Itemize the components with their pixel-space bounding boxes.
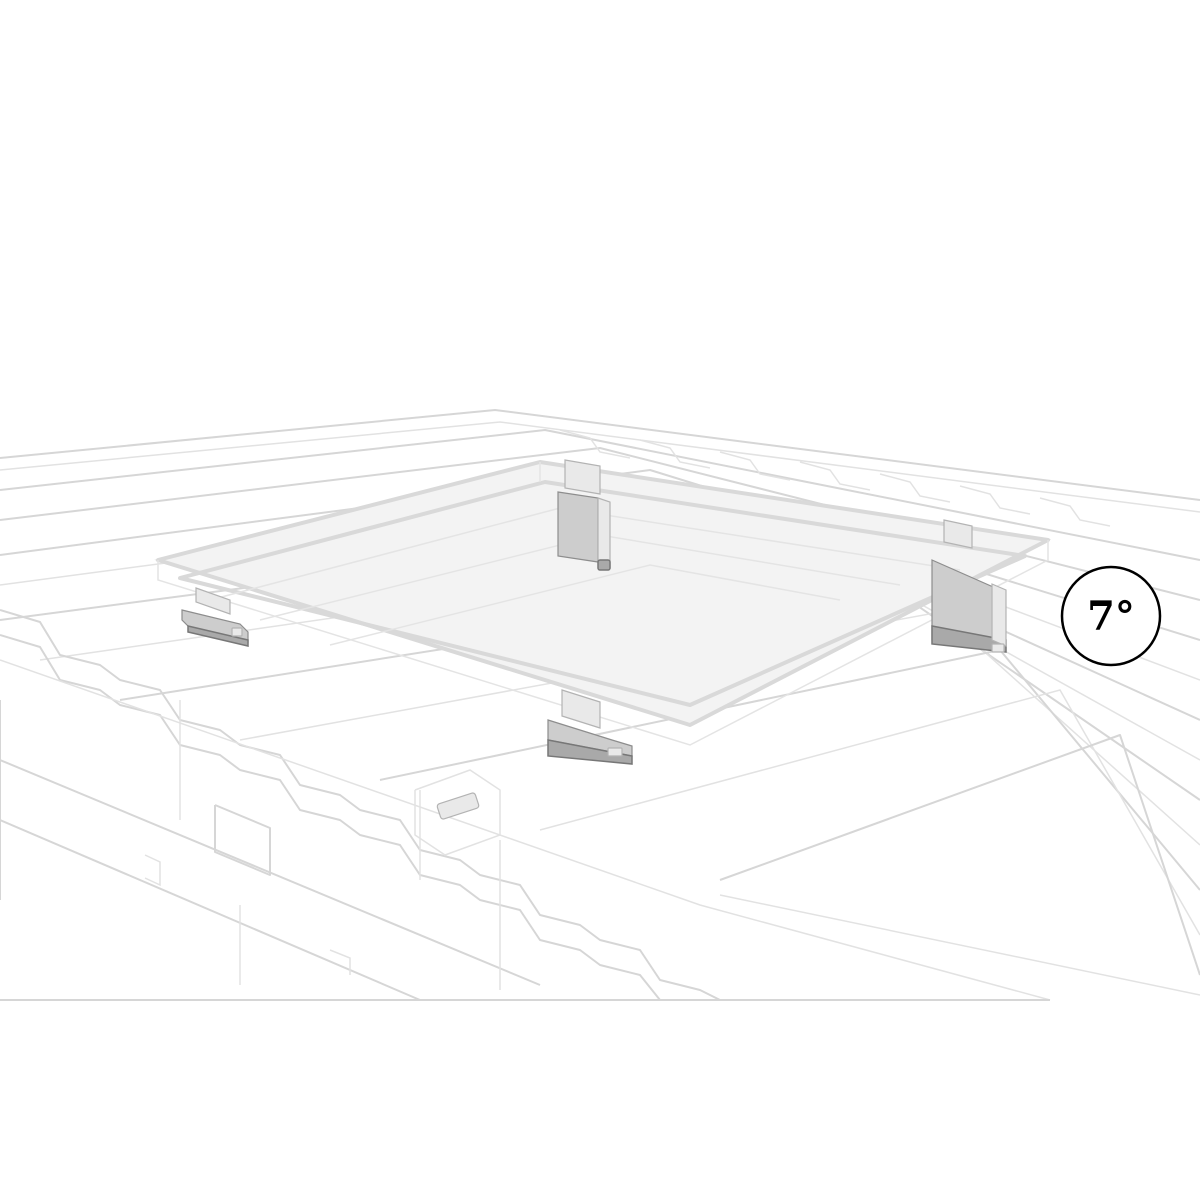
badge-circle (1060, 565, 1162, 667)
tilt-angle-label: 7° (1087, 593, 1135, 640)
tilt-angle-badge: 7° (1060, 565, 1162, 667)
bracket-back-center (557, 459, 611, 571)
bracket-right-tall (931, 519, 1007, 653)
bracket-front-left (181, 587, 249, 647)
rail-clamp (436, 792, 480, 820)
bracket-front-center (547, 689, 633, 765)
solar-panel (154, 460, 1052, 746)
